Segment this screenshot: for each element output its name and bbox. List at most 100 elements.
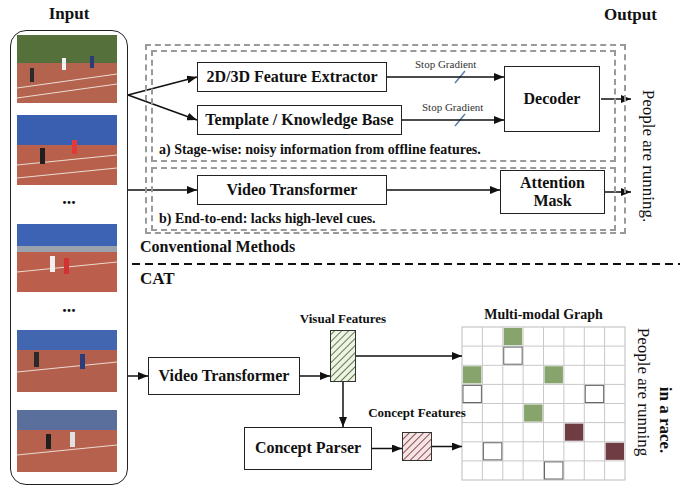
concept-feature-hatch <box>402 432 432 461</box>
box-label: Video Transformer <box>159 367 290 385</box>
video-frame <box>17 330 117 392</box>
ellipsis: ... <box>62 189 76 207</box>
box-label: Attention Mask <box>507 174 598 211</box>
graph-cell <box>545 366 563 383</box>
process-box: Decoder <box>504 66 600 132</box>
box-label: Concept Parser <box>255 439 361 457</box>
runner <box>90 56 94 68</box>
output-caption: People are running <box>634 328 653 456</box>
graph-cell <box>585 385 603 402</box>
output-heading: Output <box>604 6 657 25</box>
process-box: Video Transformer <box>148 357 300 395</box>
graph-cell <box>504 347 522 364</box>
stands <box>17 330 117 350</box>
graph-cell <box>463 366 481 383</box>
runner <box>46 434 51 449</box>
stands <box>17 224 117 246</box>
panel-heading: Input <box>49 4 90 24</box>
box-label: Decoder <box>524 90 581 108</box>
process-box: Concept Parser <box>244 427 372 470</box>
ellipsis: ... <box>62 297 76 315</box>
edge-label: Stop Gradient <box>415 58 476 70</box>
track <box>17 115 117 185</box>
process-box: Template / Knowledge Base <box>197 105 402 135</box>
graph-cell <box>565 424 583 441</box>
graph-cell <box>504 328 522 345</box>
runner <box>64 258 69 274</box>
runner <box>80 354 85 369</box>
flow-arrow <box>128 189 197 191</box>
section-separator <box>132 263 680 265</box>
method-group: Conventional Methodsa) Stage-wise: noisy… <box>145 44 626 234</box>
section-heading: CAT <box>140 270 175 289</box>
video-frame <box>17 115 117 185</box>
field <box>17 35 117 63</box>
track <box>17 224 117 292</box>
feature-heading: Visual Features <box>300 311 386 327</box>
runner <box>34 352 39 367</box>
process-box: Attention Mask <box>500 170 605 214</box>
group-heading: Conventional Methods <box>140 238 295 256</box>
track <box>17 35 117 103</box>
box-label: 2D/3D Feature Extractor <box>206 68 377 86</box>
flow-arrow <box>342 382 344 427</box>
runner <box>30 68 34 82</box>
graph-cell <box>606 443 624 460</box>
stage-wise-group: a) Stage-wise: noisy information from of… <box>151 50 616 162</box>
visual-feature-hatch <box>330 330 356 382</box>
feature-heading: Concept Features <box>368 405 466 421</box>
feature-block: Concept Features <box>402 432 432 461</box>
box-label: Video Transformer <box>227 181 358 199</box>
group-caption: a) Stage-wise: noisy information from of… <box>159 142 481 158</box>
lane-line <box>17 168 117 178</box>
graph-grid <box>462 327 625 480</box>
graph-cell <box>524 405 542 422</box>
process-box: Video Transformer <box>197 175 387 205</box>
graph-cell <box>545 462 563 479</box>
output-caption: in a race. <box>656 387 675 454</box>
feature-block: Visual Features <box>330 330 356 382</box>
runner <box>50 256 55 272</box>
video-frame <box>17 410 117 472</box>
flow-arrow <box>128 95 197 120</box>
edge-label: Stop Gradient <box>422 101 483 113</box>
flow-arrow <box>387 76 504 78</box>
grid-lines <box>462 327 625 480</box>
graph-cell <box>463 385 481 402</box>
track <box>17 410 117 472</box>
flow-arrow <box>387 189 500 191</box>
flow-arrow <box>128 77 197 95</box>
stands <box>17 410 117 430</box>
output-caption: People are running. <box>639 90 658 223</box>
runner <box>70 432 75 447</box>
lane-line <box>17 445 117 455</box>
track <box>17 330 117 392</box>
flow-arrow <box>356 355 462 357</box>
lane-line <box>17 362 117 372</box>
flow-arrow <box>300 375 330 377</box>
runner <box>62 58 66 70</box>
lane-line <box>17 84 117 98</box>
barrier <box>17 246 117 252</box>
stands <box>17 115 117 145</box>
flow-arrow <box>402 119 504 121</box>
grid-frame <box>462 327 625 480</box>
end-to-end-group: b) End-to-end: lacks high-level cues. Vid… <box>151 167 616 231</box>
output-arrow <box>604 191 631 193</box>
process-box: 2D/3D Feature Extractor <box>197 62 387 92</box>
graph-cell <box>483 443 501 460</box>
input-frames-panel: Input...... <box>10 30 128 485</box>
output-arrow <box>601 98 631 100</box>
box-label: Template / Knowledge Base <box>205 111 393 129</box>
lane-line <box>17 155 117 165</box>
graph-heading: Multi-modal Graph <box>484 307 603 323</box>
group-caption: b) End-to-end: lacks high-level cues. <box>159 211 376 227</box>
video-frame <box>17 224 117 292</box>
runner <box>72 140 77 154</box>
flow-arrow <box>432 446 462 448</box>
flow-arrow <box>372 448 402 450</box>
video-frame <box>17 35 117 103</box>
flow-arrow <box>128 375 148 377</box>
runner <box>40 148 45 164</box>
graph-block: Multi-modal Graph <box>462 327 625 480</box>
